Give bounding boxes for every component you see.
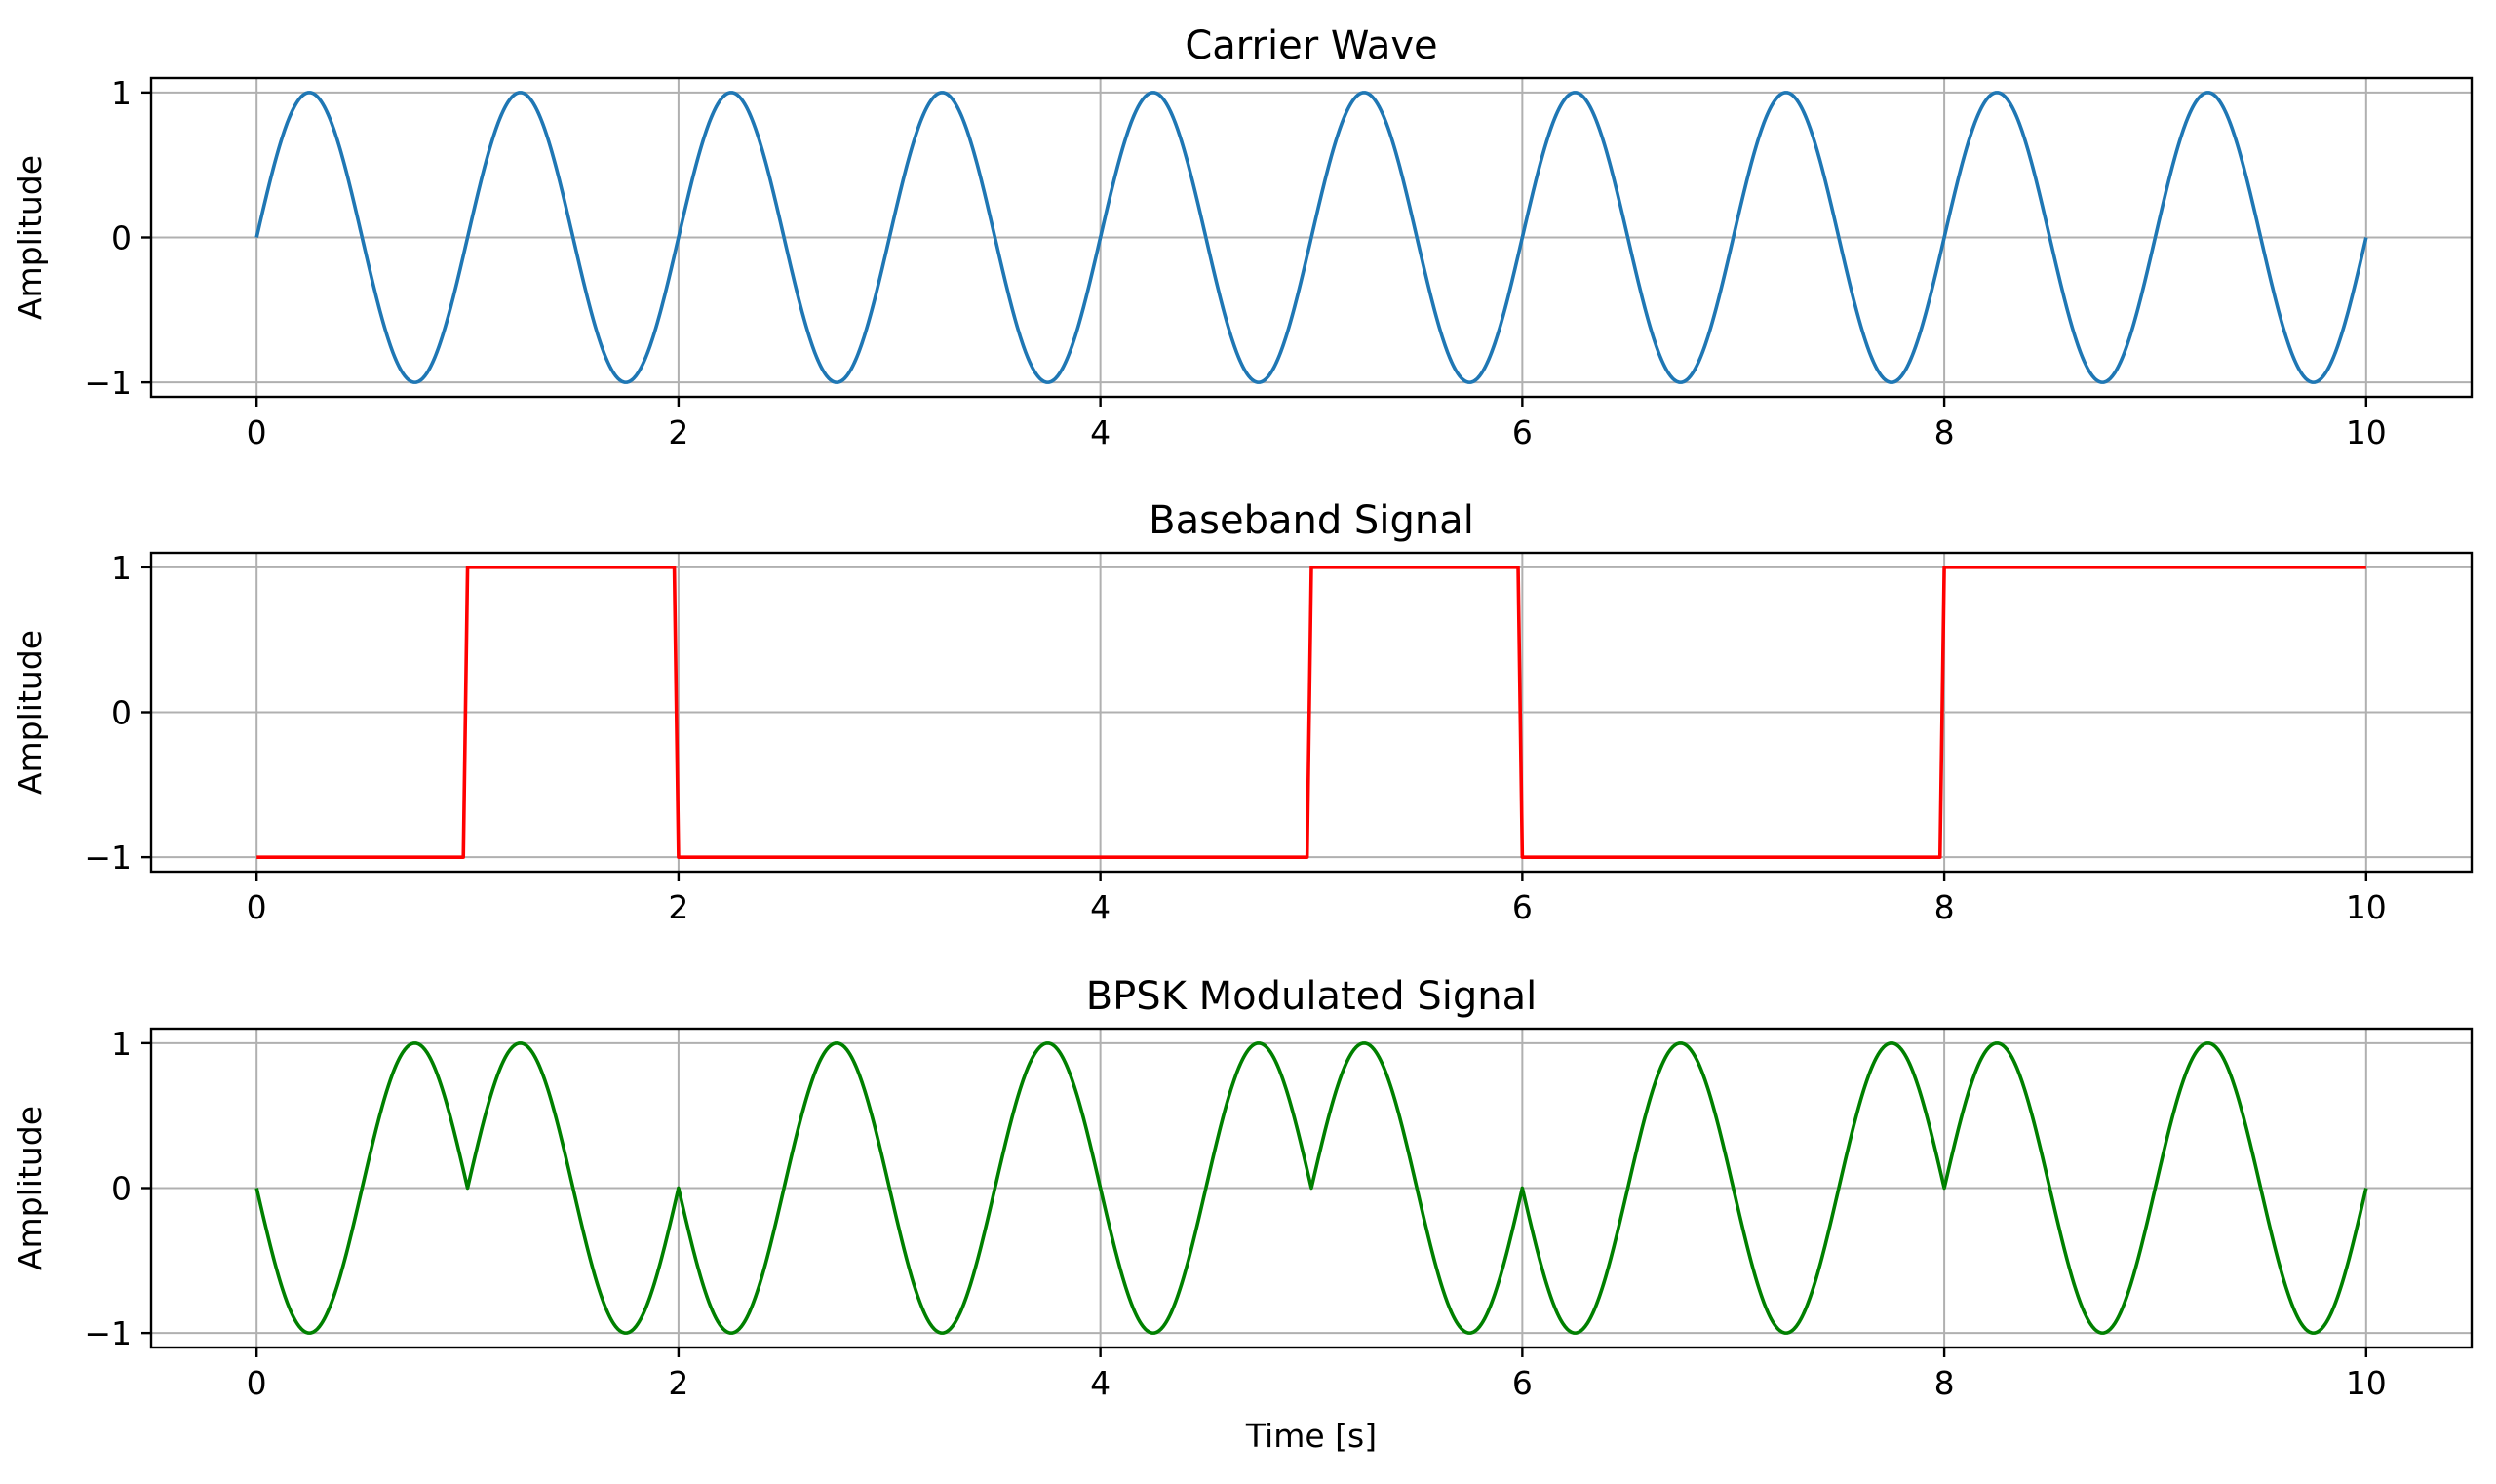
series-line-1 — [256, 566, 2366, 859]
y-axis-label: Amplitude — [11, 1106, 49, 1270]
series-line-1 — [254, 1041, 2368, 1335]
x-tick-label: 6 — [1512, 413, 1533, 451]
x-tick-label: 0 — [247, 888, 267, 926]
x-tick-label: 2 — [668, 413, 688, 451]
x-tick-label: 0 — [247, 413, 267, 451]
x-tick-label: 0 — [247, 1364, 267, 1402]
x-tick-label: 8 — [1934, 888, 1955, 926]
subplot-3: 0 2 4 6 8 10 −1 0 1 BPSK Modulated SignalAmplitud… — [11, 974, 2474, 1455]
x-tick-label: 4 — [1090, 1364, 1111, 1402]
y-tick-label: −1 — [84, 364, 132, 402]
x-tick-label: 8 — [1934, 413, 1955, 451]
x-tick-label: 2 — [668, 1364, 688, 1402]
x-tick-label: 2 — [668, 888, 688, 926]
y-axis-label: Amplitude — [11, 155, 49, 320]
x-tick-label: 6 — [1512, 888, 1533, 926]
y-tick-label: 0 — [111, 219, 132, 257]
x-tick-label: 10 — [2346, 888, 2387, 926]
chart-title: BPSK Modulated Signal — [1086, 974, 1538, 1019]
y-tick-label: 1 — [111, 1025, 132, 1063]
y-axis-label: Amplitude — [11, 630, 49, 795]
y-tick-label: 1 — [111, 549, 132, 587]
x-tick-label: 6 — [1512, 1364, 1533, 1402]
chart-title: Baseband Signal — [1149, 498, 1474, 543]
y-tick-label: −1 — [84, 1314, 132, 1352]
y-tick-label: 1 — [111, 74, 132, 112]
x-tick-label: 4 — [1090, 413, 1111, 451]
x-tick-label: 10 — [2346, 1364, 2387, 1402]
y-tick-label: −1 — [84, 839, 132, 877]
chart-title: Carrier Wave — [1185, 23, 1437, 68]
series-line-1 — [254, 91, 2368, 384]
x-tick-label: 10 — [2346, 413, 2387, 451]
x-axis-label: Time [s] — [1245, 1417, 1377, 1455]
y-tick-label: 0 — [111, 694, 132, 732]
y-tick-label: 0 — [111, 1170, 132, 1208]
x-tick-label: 4 — [1090, 888, 1111, 926]
x-tick-label: 8 — [1934, 1364, 1955, 1402]
